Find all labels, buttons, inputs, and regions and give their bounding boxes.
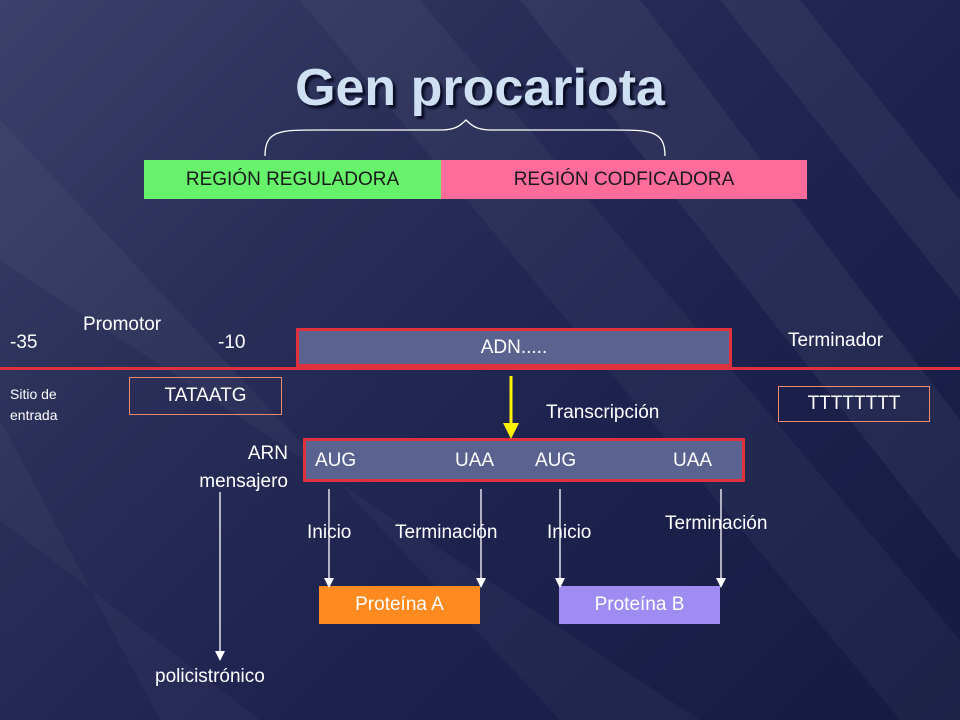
stop-b-label: Terminación: [665, 513, 768, 534]
brace: [264, 119, 666, 157]
region-bar: REGIÓN REGULADORA REGIÓN CODFICADORA: [144, 160, 807, 199]
promoter-sequence-box: TATAATG: [129, 377, 282, 415]
slide-title: Gen procariota: [295, 59, 665, 117]
mrna-box: AUG UAA AUG UAA: [303, 438, 745, 482]
minus-35-label: -35: [10, 332, 38, 353]
coding-region: REGIÓN CODFICADORA: [441, 160, 807, 199]
regulatory-region: REGIÓN REGULADORA: [144, 160, 441, 199]
dna-box: ADN.....: [296, 328, 732, 367]
polycistronic-label: policistrónico: [155, 666, 265, 687]
start-b-label: Inicio: [547, 522, 592, 543]
terminator-sequence-box: TTTTTTTT: [778, 386, 930, 422]
codon-stop-b: UAA: [673, 450, 713, 471]
codon-start-b: AUG: [535, 450, 577, 471]
promoter-label: Promotor: [83, 314, 162, 335]
protein-b-box: Proteína B: [559, 586, 720, 624]
stop-a-label: Terminación: [395, 522, 498, 543]
protein-a-box: Proteína A: [319, 586, 480, 624]
transcription-arrow: [503, 376, 519, 439]
codon-stop-a: UAA: [455, 450, 495, 471]
dna-strand-line: [0, 367, 960, 370]
mrna-label: ARN mensajero: [199, 443, 288, 492]
terminator-label: Terminador: [788, 330, 884, 351]
entry-site-label: Sitio de entrada: [10, 386, 58, 423]
transcription-label: Transcripción: [546, 402, 660, 423]
codon-start-a: AUG: [315, 450, 357, 471]
minus-10-label: -10: [218, 332, 246, 353]
